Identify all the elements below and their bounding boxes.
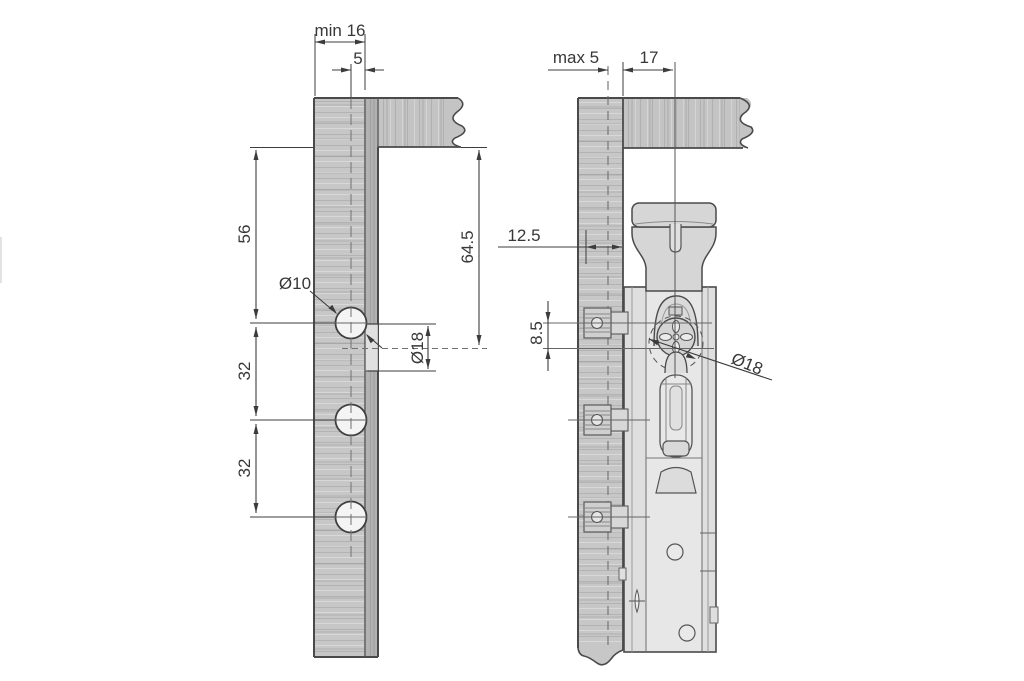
dim-panel-thickness-label: min 16 [314,21,365,40]
side-tab-right [709,606,719,624]
hanger-fitting [618,202,719,653]
right-view-dimension-lines [498,69,773,381]
dim-cam-dia-label: Ø18 [729,349,766,379]
latch-pin [669,385,683,431]
dim-drilling-depth-label: 12.5 [507,226,540,245]
left-view-side-panel [314,98,365,657]
dim-cam-center-offset-label: 64.5 [458,230,477,263]
right-view-extension-lines [585,62,624,264]
left-view-top-panel [378,98,450,147]
left-view-arrowheads [253,39,482,513]
dim-cam-axis-distance-label: 17 [640,48,659,67]
dim-top-offset-label: 56 [235,225,254,244]
right-side-panel-break-line [577,647,624,666]
dim-axis-offset-label: 8.5 [527,321,546,345]
fitting-body-lines [631,287,709,652]
right-side-panel-break-fill [578,642,623,665]
body-boss [655,466,697,494]
scan-edge-artifact [0,237,2,283]
dim-hole-spacing-1-label: 32 [235,362,254,381]
right-view-centerlines [543,62,714,518]
right-top-panel-break-line [739,97,754,149]
dim-hole-spacing-2-label: 32 [235,459,254,478]
right-top-panel-break-fill [740,98,753,148]
edge-cam-hole-notch [365,324,378,371]
left-view-panel-outline [313,97,466,658]
right-view-panel-outline [577,97,754,666]
hook-neck [631,226,717,292]
right-view-arrowheads [545,67,696,359]
cam-lower-dome [664,351,688,374]
screw-hole-lower [678,624,696,642]
latch-tab [662,440,690,457]
dim-back-recess-label: max 5 [553,48,599,67]
left-view-dimension-lines [255,41,480,513]
left-top-panel-break-line [451,97,466,148]
left-view-extension-lines [250,34,487,518]
side-tab-left [618,567,627,581]
right-view-side-panel [578,98,623,642]
right-view-top-panel [623,98,740,148]
left-view: min 16 5 56 32 32 Ø10 Ø18 64.5 [235,21,487,658]
right-view: max 5 17 12.5 8.5 Ø18 [498,48,773,666]
hook-cap-inner-line [634,221,714,225]
phillips-drive-icon [659,320,693,354]
side-clip-lines [700,532,717,572]
left-view-panel-edge-strip [365,98,378,657]
dim-cam-hole-dia-label: Ø18 [408,332,427,364]
dim-dowel-hole-dia-label: Ø10 [279,274,311,293]
latch-slot-lines [660,378,692,450]
dim-edge-distance-label: 5 [353,49,362,68]
screw-hole-upper [666,543,684,561]
